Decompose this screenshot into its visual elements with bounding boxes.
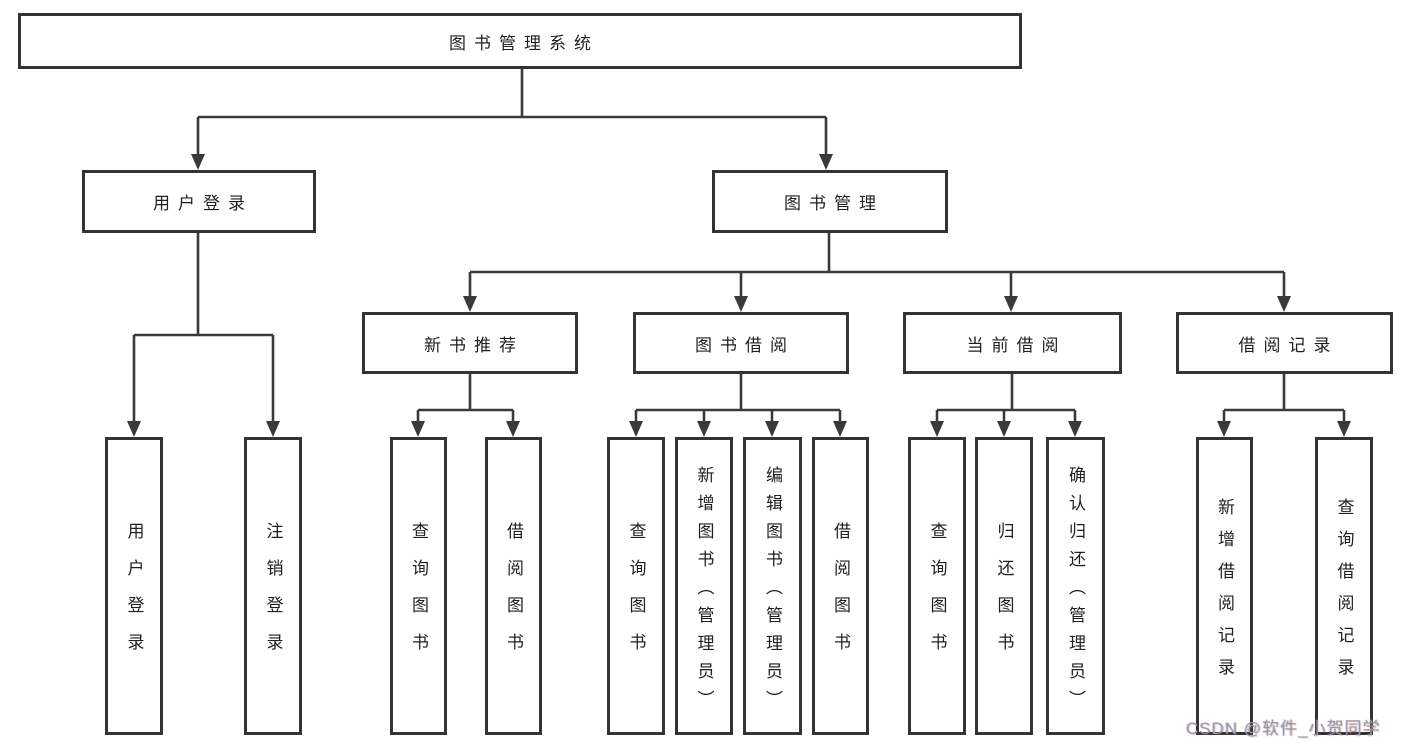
node-book-borrowing: 图书借阅 <box>633 312 849 374</box>
leaf-return-book-label: 归还图书 <box>994 522 1014 670</box>
node-book-management: 图书管理 <box>712 170 948 233</box>
leaf-query-books-borrowing-label: 查询图书 <box>626 522 646 670</box>
leaf-logout: 注销登录 <box>244 437 302 735</box>
node-current-borrowing: 当前借阅 <box>903 312 1122 374</box>
leaf-add-book-admin: 新增图书（管理员） <box>675 437 733 735</box>
node-root: 图书管理系统 <box>18 13 1022 69</box>
leaf-borrow-books-recommend-label: 借阅图书 <box>504 522 523 670</box>
leaf-logout-label: 注销登录 <box>263 522 283 670</box>
leaf-borrow-books-recommend: 借阅图书 <box>485 437 542 735</box>
leaf-add-borrow-record: 新增借阅记录 <box>1196 437 1253 735</box>
node-user-login: 用户登录 <box>82 170 316 233</box>
node-book-management-label: 图书管理 <box>784 194 884 213</box>
leaf-query-books-current-label: 查询图书 <box>927 522 947 670</box>
leaf-query-borrow-record-label: 查询借阅记录 <box>1334 497 1354 690</box>
leaf-query-books-current: 查询图书 <box>908 437 966 735</box>
node-borrowing-records-label: 借阅记录 <box>1238 335 1339 355</box>
leaf-add-book-admin-label: 新增图书（管理员） <box>694 465 714 718</box>
leaf-user-login-label: 用户登录 <box>124 522 144 670</box>
leaf-query-books-recommend-label: 查询图书 <box>409 522 428 670</box>
node-user-login-label: 用户登录 <box>153 194 253 213</box>
node-root-label: 图书管理系统 <box>449 33 599 53</box>
leaf-borrow-books-borrowing: 借阅图书 <box>812 437 869 735</box>
leaf-return-book: 归还图书 <box>975 437 1033 735</box>
node-current-borrowing-label: 当前借阅 <box>966 335 1067 355</box>
leaf-add-borrow-record-label: 新增借阅记录 <box>1215 497 1234 690</box>
leaf-query-books-borrowing: 查询图书 <box>607 437 665 735</box>
node-book-borrowing-label: 图书借阅 <box>695 335 795 355</box>
node-new-book-recommend-label: 新书推荐 <box>424 335 524 355</box>
leaf-borrow-books-borrowing-label: 借阅图书 <box>831 522 850 670</box>
watermark: CSDN @软件_小贺同学 <box>1186 719 1381 738</box>
node-new-book-recommend: 新书推荐 <box>362 312 578 374</box>
leaf-edit-book-admin-label: 编辑图书（管理员） <box>763 465 782 718</box>
leaf-query-borrow-record: 查询借阅记录 <box>1315 437 1373 735</box>
leaf-edit-book-admin: 编辑图书（管理员） <box>743 437 802 735</box>
leaf-confirm-return-admin: 确认归还（管理员） <box>1046 437 1105 735</box>
leaf-confirm-return-admin-label: 确认归还（管理员） <box>1066 465 1085 718</box>
leaf-user-login: 用户登录 <box>105 437 163 735</box>
node-borrowing-records: 借阅记录 <box>1176 312 1393 374</box>
leaf-query-books-recommend: 查询图书 <box>390 437 447 735</box>
